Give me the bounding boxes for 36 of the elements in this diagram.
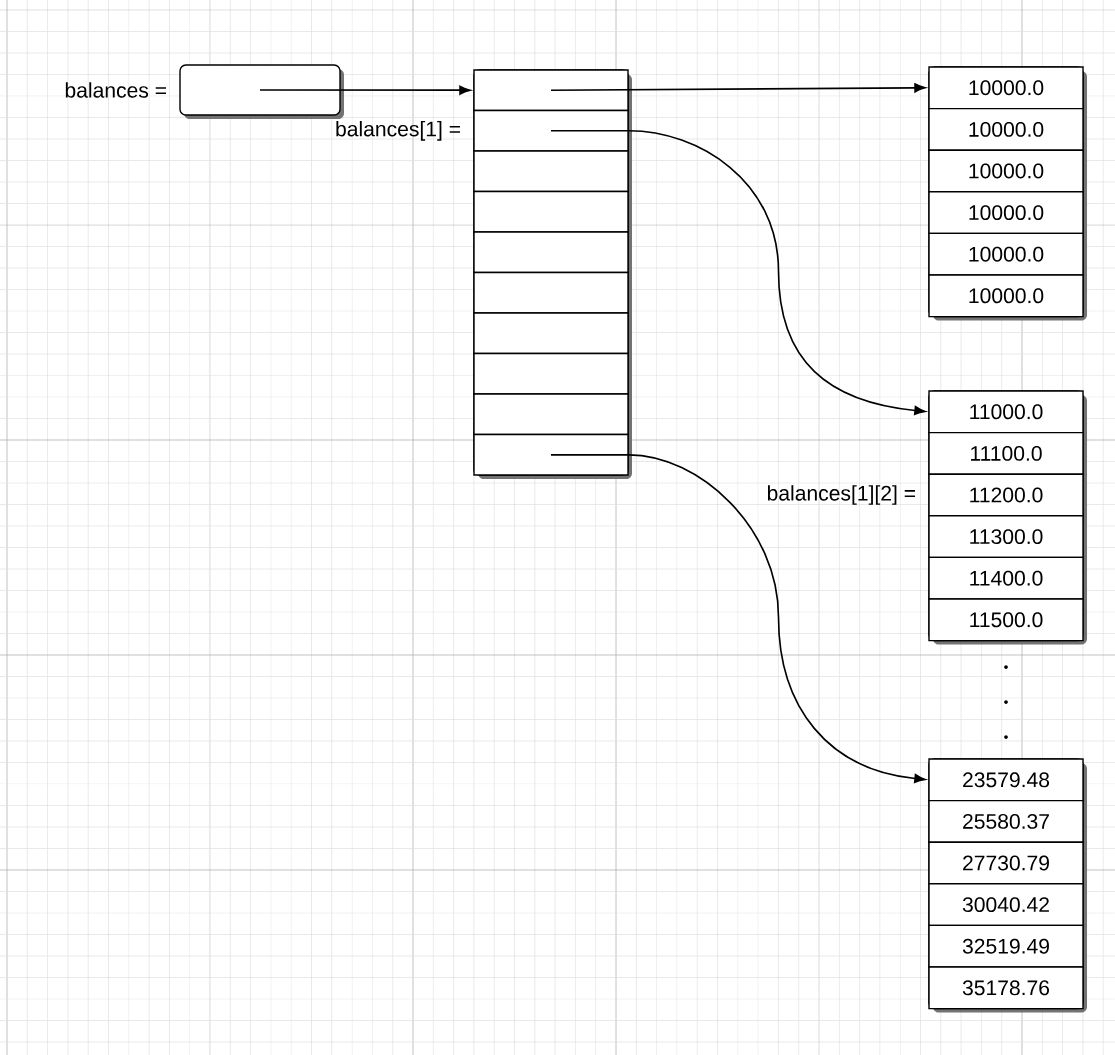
array-cell: 11000.0 (928, 390, 1084, 434)
array-cell: 27730.79 (928, 841, 1084, 885)
array-cell (473, 231, 629, 274)
arrow (550, 83, 926, 93)
array-cell: 10000.0 (928, 191, 1084, 235)
variable-label: balances[1][2] = (767, 485, 915, 505)
array-cell: 25580.37 (928, 799, 1084, 843)
array-cell (473, 190, 629, 233)
variable-label: balances = (65, 82, 166, 98)
array-cell: 11400.0 (928, 556, 1084, 600)
array-cell (473, 69, 629, 112)
array-cell: 10000.0 (928, 66, 1084, 110)
array-cell: 11500.0 (928, 598, 1084, 642)
array-cell: 11100.0 (928, 431, 1084, 475)
array-cell (473, 312, 629, 355)
variable-box (179, 64, 344, 119)
array-cell (473, 393, 629, 436)
array-cell (473, 271, 629, 314)
array-cell: 10000.0 (928, 232, 1084, 276)
arrow (259, 85, 471, 95)
array-cell: 32519.49 (928, 924, 1084, 968)
array-cell: 10000.0 (928, 149, 1084, 193)
array-cell: 10000.0 (928, 107, 1084, 151)
array-cell (473, 352, 629, 395)
array-cell: 11200.0 (928, 473, 1084, 517)
arrow (550, 454, 926, 784)
array-cell: 11300.0 (928, 515, 1084, 559)
array-cell (473, 433, 629, 476)
variable-label: balances[1] = (336, 120, 460, 141)
array-cell: 10000.0 (928, 274, 1084, 318)
arrow (550, 130, 926, 416)
array-cell: 23579.48 (928, 758, 1084, 802)
array-cell (473, 150, 629, 193)
array-cell: 30040.42 (928, 883, 1084, 927)
array-cell: 35178.76 (928, 966, 1084, 1010)
array-cell (473, 109, 629, 152)
